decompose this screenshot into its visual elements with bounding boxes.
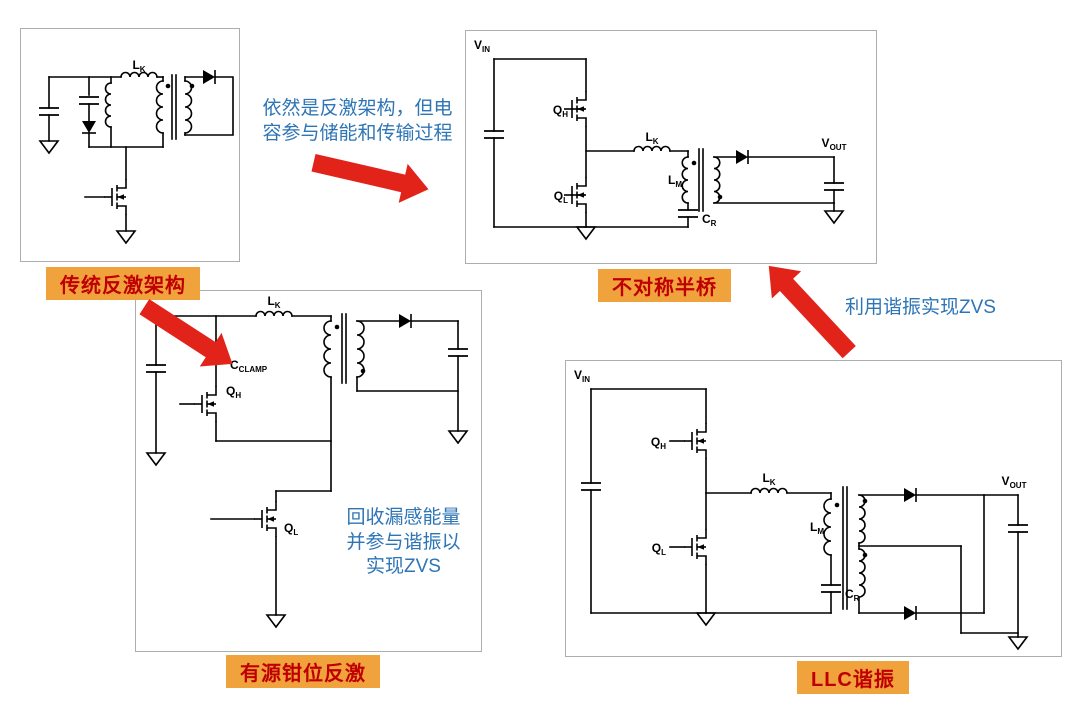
- zvs-note: 利用谐振实现ZVS: [845, 297, 996, 318]
- polarity-dot: [360, 368, 366, 374]
- input-capacitor: [38, 107, 60, 116]
- badge-traditional-flyback: 传统反激架构: [46, 267, 200, 300]
- input-capacitor: [483, 130, 505, 139]
- ground-icon: [824, 210, 844, 224]
- polarity-dot: [717, 194, 723, 200]
- mosfet-switch: [103, 178, 127, 216]
- resonant-capacitor: [820, 584, 842, 593]
- polarity-dot: [334, 324, 340, 330]
- panel-active-clamp-flyback: LK CCLAMP QH QL 回收漏感能量 并参与谐振以 实现ZVS: [135, 290, 482, 652]
- label-ql: QL: [652, 541, 666, 557]
- label-lk: LK: [267, 294, 280, 310]
- polarity-dot: [189, 83, 195, 89]
- polarity-dot: [862, 552, 868, 558]
- label-lk: LK: [762, 471, 775, 487]
- llc-circuit-diagram: VIN QH QL LK LM CR VOUT: [574, 368, 1029, 650]
- badge-active-clamp-flyback: 有源钳位反激: [226, 655, 380, 688]
- arrow-llc-to-half-bridge: [768, 265, 856, 359]
- label-lk: LK: [132, 58, 145, 74]
- label-cclamp: CCLAMP: [230, 358, 268, 374]
- ground-icon: [1008, 636, 1028, 650]
- badge-llc-resonant: LLC谐振: [797, 661, 909, 694]
- arrow-flyback-to-active-clamp: [139, 299, 233, 367]
- ground-icon: [266, 614, 286, 628]
- wires: [155, 310, 459, 616]
- input-capacitor: [580, 482, 602, 491]
- wires: [590, 388, 1019, 638]
- label-vout: VOUT: [822, 136, 847, 152]
- label-qh: QH: [226, 384, 241, 400]
- polarity-dot: [165, 83, 171, 89]
- clamp-note: 回收漏感能量 并参与谐振以 实现ZVS: [346, 507, 461, 578]
- polarity-dot: [862, 498, 868, 504]
- wires: [493, 58, 835, 228]
- active-clamp-circuit-diagram: LK CCLAMP QH QL: [145, 294, 469, 628]
- half-bridge-circuit-diagram: VIN QH QL LK LM CR VOUT: [474, 38, 847, 240]
- label-lm: LM: [810, 520, 824, 536]
- label-lm: LM: [668, 173, 682, 189]
- resonant-capacitor: [677, 209, 699, 218]
- flyback-circuit-diagram: LK: [38, 58, 234, 244]
- ground-icon: [576, 226, 596, 240]
- output-diode: [202, 69, 216, 85]
- polarity-dot: [691, 160, 697, 166]
- panel-traditional-flyback: LK: [20, 28, 240, 262]
- clamp-diode: [81, 120, 97, 134]
- output-capacitor: [823, 182, 845, 191]
- panel-llc-resonant: VIN QH QL LK LM CR VOUT: [565, 360, 1062, 657]
- mosfet-qh: [683, 422, 707, 460]
- label-vout: VOUT: [1002, 474, 1027, 490]
- panel-asymmetric-half-bridge: VIN QH QL LK LM CR VOUT: [465, 30, 877, 264]
- ground-icon: [448, 430, 468, 444]
- label-vin: VIN: [474, 38, 490, 54]
- mosfet-qh: [193, 385, 217, 423]
- ground-icon: [39, 140, 59, 154]
- label-qh: QH: [651, 435, 666, 451]
- output-capacitor: [1007, 524, 1029, 533]
- evolve-note: 依然是反激架构，但电 容参与储能和传输过程: [262, 98, 453, 144]
- rectifier-diode-top: [903, 487, 917, 503]
- label-cr: CR: [845, 587, 860, 603]
- label-vin: VIN: [574, 368, 590, 384]
- label-cr: CR: [702, 212, 717, 228]
- mosfet-ql: [683, 528, 707, 566]
- output-capacitor: [447, 348, 469, 357]
- output-diode: [398, 313, 412, 329]
- label-ql: QL: [554, 189, 568, 205]
- badge-asymmetric-half-bridge: 不对称半桥: [598, 269, 731, 302]
- ground-icon: [146, 452, 166, 466]
- label-qh: QH: [553, 103, 568, 119]
- output-diode: [735, 149, 749, 165]
- clamp-capacitor: [78, 96, 100, 105]
- label-ql: QL: [284, 521, 298, 537]
- wires: [48, 71, 234, 232]
- label-lk: LK: [645, 130, 658, 146]
- arrow-flyback-to-half-bridge: [311, 153, 429, 203]
- mosfet-ql: [253, 500, 277, 538]
- rectifier-diode-bottom: [903, 605, 917, 621]
- polarity-dot: [834, 502, 840, 508]
- ground-icon: [696, 612, 716, 626]
- ground-icon: [116, 230, 136, 244]
